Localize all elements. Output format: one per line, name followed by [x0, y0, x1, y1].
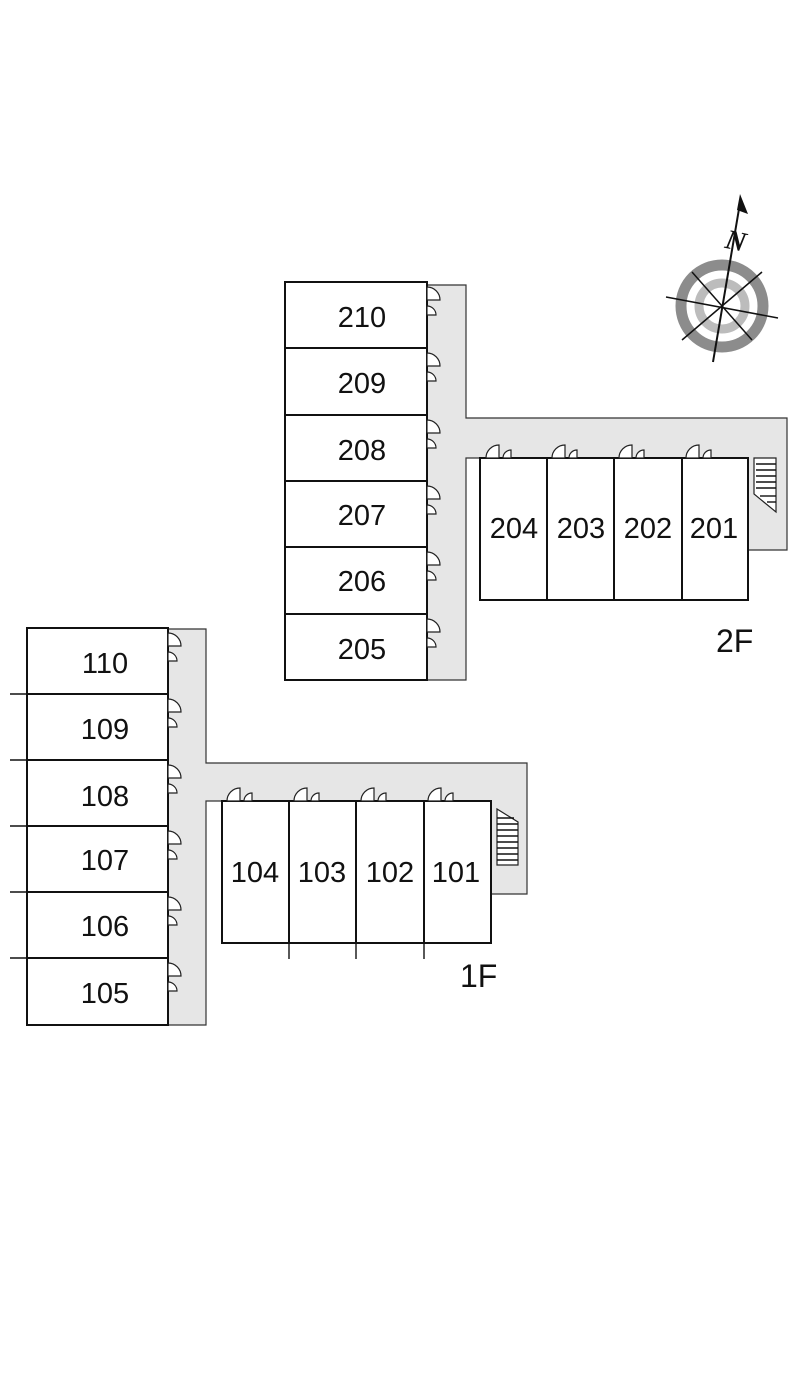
compass-north-label: N	[722, 224, 751, 259]
door-icons	[226, 787, 454, 802]
floor-label-1f: 1F	[460, 958, 497, 994]
door-icons	[426, 286, 441, 648]
unit-101[interactable]: 101	[423, 800, 492, 944]
unit-label: 106	[81, 911, 129, 943]
unit-label: 202	[624, 513, 672, 545]
unit-207[interactable]: 207	[284, 480, 428, 548]
unit-label: 208	[338, 435, 386, 467]
unit-209[interactable]: 209	[284, 347, 428, 416]
floor-label-2f: 2F	[716, 623, 753, 659]
unit-102[interactable]: 102	[355, 800, 425, 944]
unit-107[interactable]: 107	[26, 825, 169, 893]
unit-105[interactable]: 105	[26, 957, 169, 1026]
unit-label: 105	[81, 978, 129, 1010]
unit-label: 110	[82, 648, 128, 680]
staircase-icon	[496, 807, 519, 866]
unit-208[interactable]: 208	[284, 414, 428, 482]
unit-106[interactable]: 106	[26, 891, 169, 959]
floor-2f: 210 209 208 207 206 205	[284, 281, 788, 681]
unit-205[interactable]: 205	[284, 613, 428, 681]
unit-label: 204	[490, 513, 538, 545]
unit-label: 206	[338, 566, 386, 598]
unit-203[interactable]: 203	[546, 457, 615, 601]
side-ticks	[10, 693, 27, 959]
unit-103[interactable]: 103	[288, 800, 357, 944]
unit-label: 104	[231, 857, 279, 889]
door-icons	[167, 632, 182, 992]
unit-109[interactable]: 109	[26, 693, 169, 761]
unit-201[interactable]: 201	[681, 457, 749, 601]
unit-108[interactable]: 108	[26, 759, 169, 827]
unit-label: 201	[690, 513, 738, 545]
unit-label: 203	[557, 513, 605, 545]
compass-rose-icon: N	[665, 194, 779, 363]
unit-label: 109	[81, 714, 129, 746]
balcony-ticks	[236, 942, 463, 959]
unit-label: 101	[432, 857, 480, 889]
unit-206[interactable]: 206	[284, 546, 428, 615]
unit-label: 107	[81, 845, 129, 877]
unit-label: 210	[338, 302, 386, 334]
door-icons	[485, 444, 712, 459]
unit-210[interactable]: 210	[284, 281, 428, 349]
unit-label: 209	[338, 368, 386, 400]
unit-label: 108	[81, 781, 129, 813]
unit-110[interactable]: 110	[26, 627, 169, 695]
staircase-icon	[753, 457, 777, 514]
unit-label: 102	[366, 857, 414, 889]
unit-label: 205	[338, 634, 386, 666]
unit-label: 207	[338, 500, 386, 532]
unit-204[interactable]: 204	[479, 457, 548, 601]
unit-202[interactable]: 202	[613, 457, 683, 601]
unit-label: 103	[298, 857, 346, 889]
floor-1f: 110 109 108 107 106 105	[10, 627, 528, 1026]
unit-104[interactable]: 104	[221, 800, 290, 944]
